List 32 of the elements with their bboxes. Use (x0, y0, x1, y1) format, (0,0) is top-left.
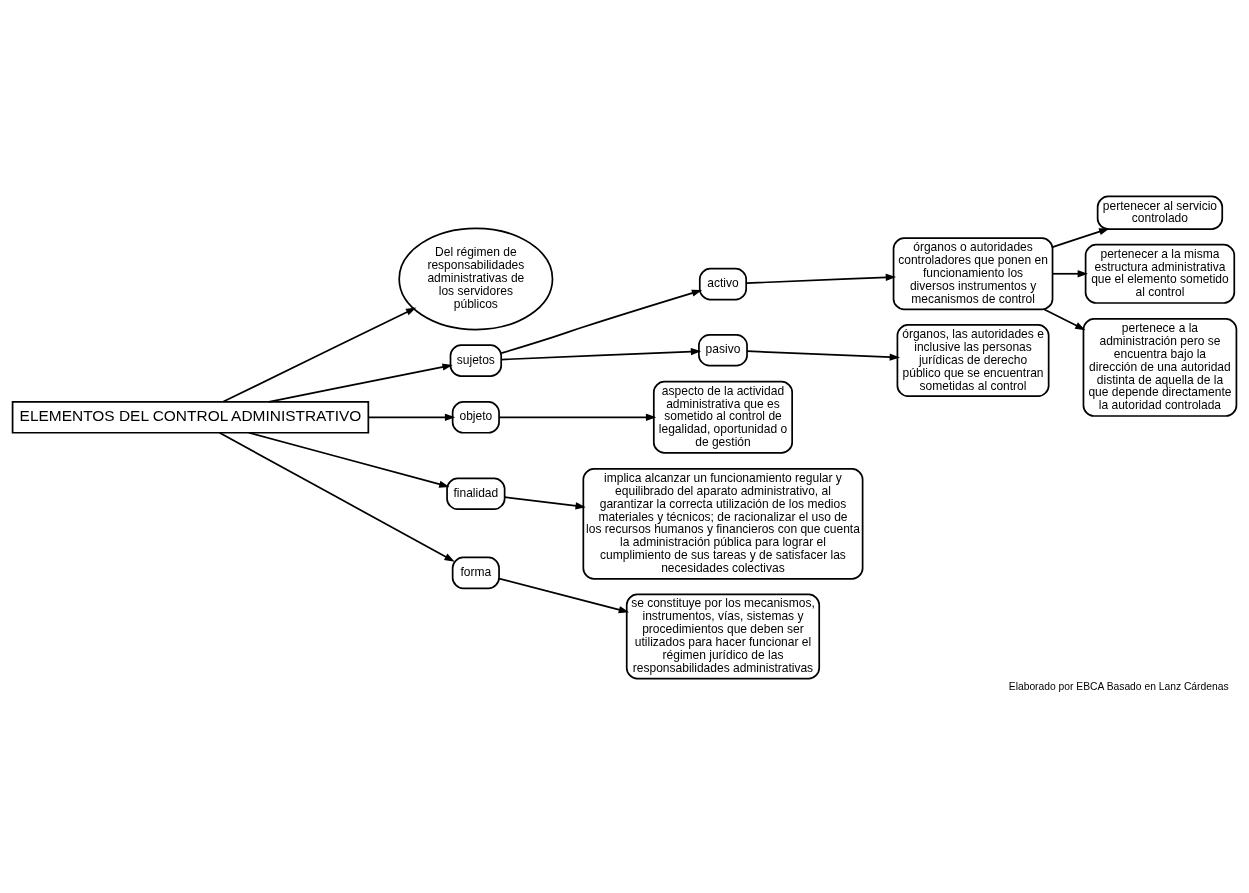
node-box: sujetos (449, 344, 503, 377)
arrow (1051, 270, 1088, 278)
node-box: se constituye por los mecanismos, instrumentos, vías, sistemas y procedimientos que deben ser utilizados para hacer funcionar el régimen jurídico de las responsabilidades administrativas (625, 593, 821, 680)
arrow (247, 431, 450, 488)
node-box: finalidad (446, 477, 506, 511)
node-ellipse: Del régimen de responsabilidades administrativas de los servidores públicos (398, 227, 554, 331)
arrow (746, 350, 900, 361)
arrow (218, 431, 455, 562)
arrow (498, 577, 630, 614)
arrow (1051, 228, 1110, 248)
node-box: activo (698, 267, 748, 301)
node-box: ELEMENTOS DEL CONTROL ADMINISTRATIVO (11, 400, 370, 434)
node-box: forma (451, 556, 500, 590)
node-box: pertenecer a la misma estructura administrativa que el elemento sometido al control (1084, 243, 1236, 304)
arrow (745, 273, 897, 284)
node-box: órganos o autoridades controladores que ponen en funcionamiento los diversos instrumentos y mecanismos de control (892, 237, 1054, 311)
node-box: implica alcanzar un funcionamiento regular y equilibrado del aparato administrativo, al garantizar la correcta utilización de los medios materiales y técnicos; de racionalizar el uso de los recursos humanos y financieros con que cuenta la administración pública para lograr el cumplimiento de sus tareas y de satisfacer las necesidades colectivas (582, 467, 864, 580)
node-box: objeto (451, 400, 500, 434)
arrow (500, 347, 702, 361)
arrow (504, 496, 586, 510)
node-box: pertenecer al servicio controlado (1096, 195, 1224, 230)
arrow (1043, 308, 1086, 331)
arrow (500, 289, 703, 355)
node-box: órganos, las autoridades e inclusive las personas jurídicas de derecho público que se encuentran sometidas al control (896, 324, 1050, 398)
arrow (367, 413, 456, 421)
node-box: pasivo (698, 333, 748, 367)
node-box: aspecto de la actividad administrativa que es sometido al control de legalidad, oportunidad o de gestión (652, 380, 793, 454)
caption: Elaborado por EBCA Basado en Lanz Cárdenas (1008, 681, 1229, 693)
node-box: pertenece a la administración pero se encuentra bajo la dirección de una autoridad distinta de aquella de la que depende directamente la autoridad controlada (1082, 318, 1238, 417)
arrow (498, 413, 657, 421)
arrow (222, 307, 417, 403)
arrow (267, 363, 453, 403)
